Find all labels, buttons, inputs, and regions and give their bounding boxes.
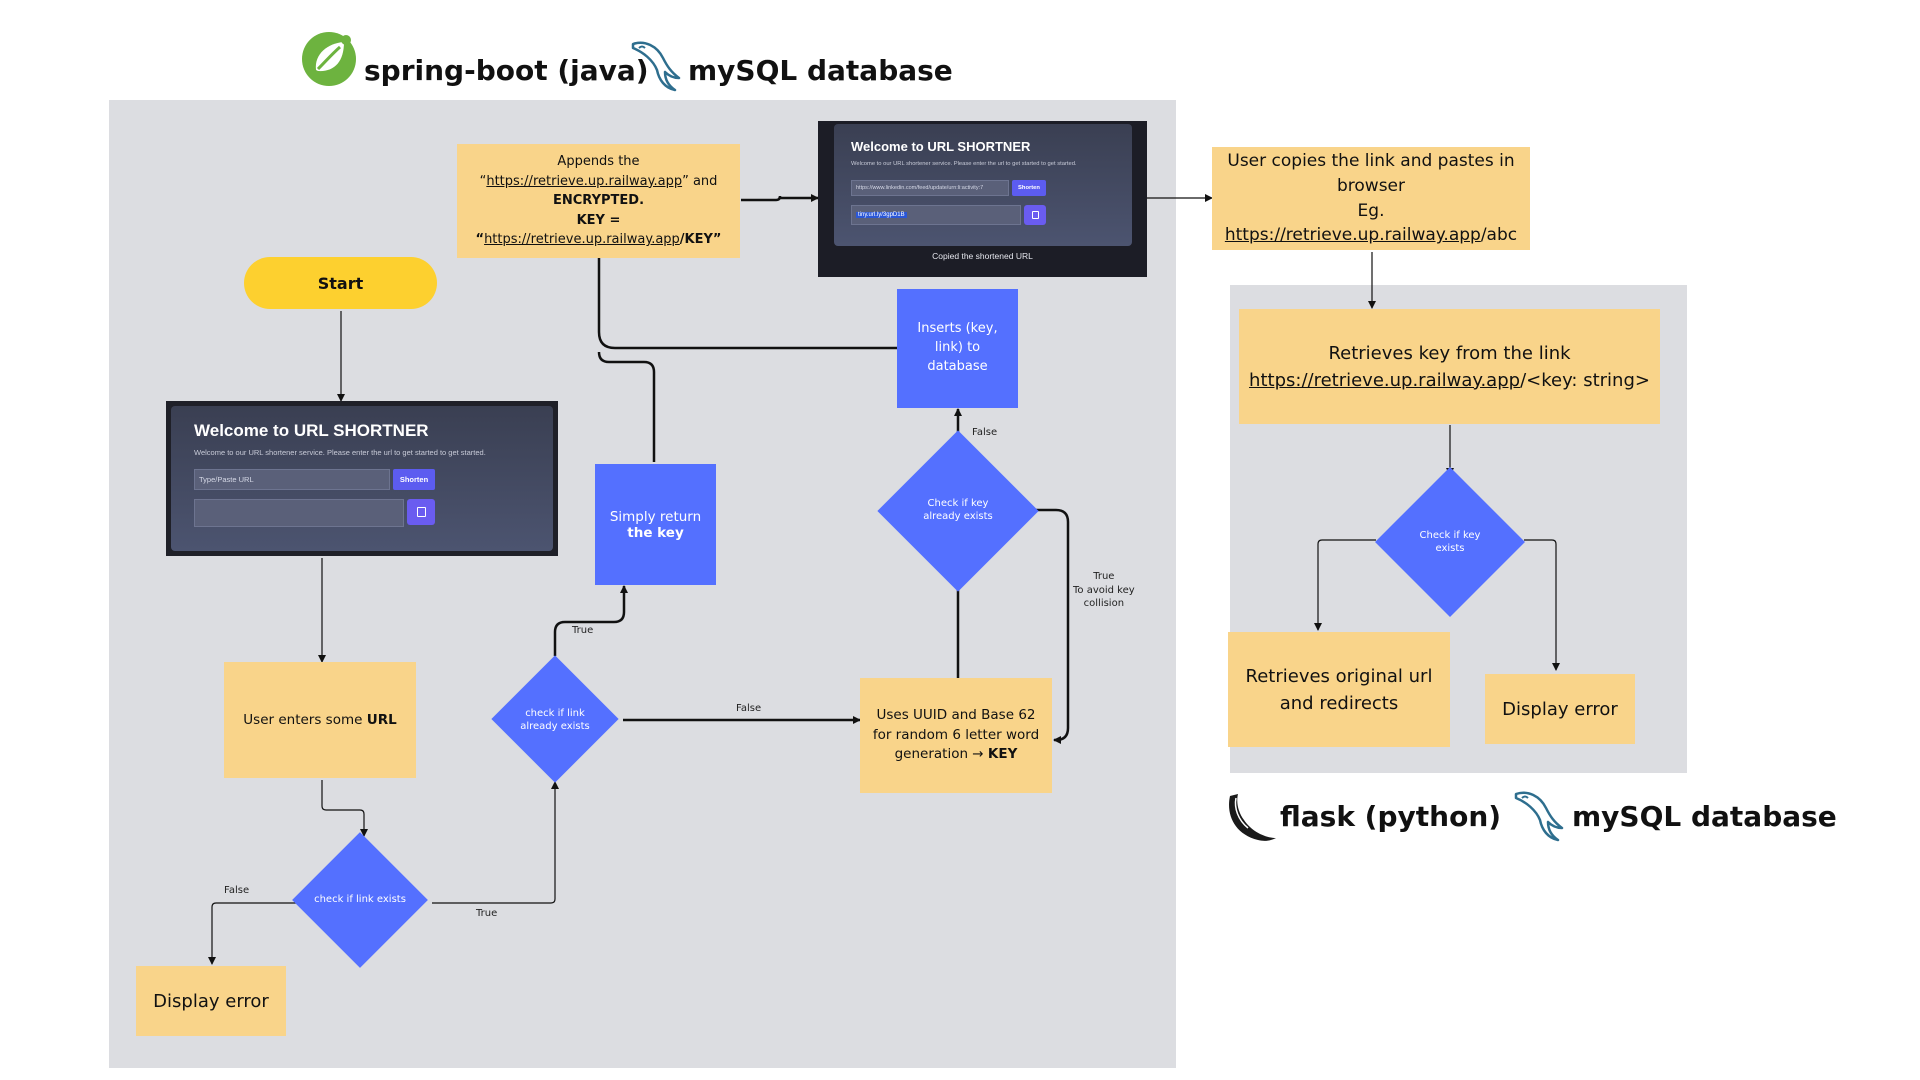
user-enters-url-box: User enters some URL — [224, 662, 416, 778]
display-error-left: Display error — [136, 966, 286, 1036]
user-copies-box: User copies the link and pastes in brows… — [1212, 147, 1530, 250]
start-terminal: Start — [244, 257, 437, 309]
clipboard-icon — [416, 507, 426, 517]
edge-label-true-bottom: True — [476, 908, 498, 919]
mysql-dolphin-icon — [631, 41, 681, 92]
url-input[interactable]: https://www.linkedin.com/feed/update/urn… — [851, 180, 1009, 196]
flask-label: flask (python) — [1280, 800, 1502, 833]
result-field — [194, 499, 404, 527]
retrieves-key-box: Retrieves key from the link https://retr… — [1239, 309, 1660, 424]
uuid-base62-box: Uses UUID and Base 62 for random 6 lette… — [860, 678, 1052, 793]
check-key-exists-label: Check if key exists — [1419, 529, 1481, 555]
app-subtitle: Welcome to our URL shortener service. Pl… — [851, 161, 1077, 167]
inserts-db-box: Inserts (key, link) to database — [897, 289, 1018, 408]
railway-link[interactable]: https://retrieve.up.railway.app — [484, 232, 680, 248]
edge-label-true-collision: True To avoid key collision — [1073, 571, 1135, 609]
edge-label-false-top: False — [972, 427, 998, 438]
railway-link[interactable]: https://retrieve.up.railway.app — [486, 173, 683, 189]
spring-leaf-icon — [302, 32, 356, 86]
url-input[interactable]: Type/Paste URL — [194, 469, 390, 490]
railway-link[interactable]: https://retrieve.up.railway.app — [1249, 369, 1521, 391]
flask-horn-icon — [1229, 794, 1276, 841]
check-link-exists-label: check if link exists — [314, 894, 406, 906]
check-link-already-label: check if link already exists — [520, 707, 590, 733]
railway-link[interactable]: https://retrieve.up.railway.app — [1224, 225, 1481, 246]
result-field: tiny.url.ly/3gpD1B — [851, 205, 1021, 225]
display-error-right: Display error — [1485, 674, 1635, 744]
copied-toast: Copied the shortened URL — [932, 251, 1033, 261]
copy-button[interactable] — [1024, 205, 1046, 225]
shorten-button[interactable]: Shorten — [1012, 180, 1046, 196]
mysql-label-bottom: mySQL database — [1572, 800, 1837, 833]
edge-label-false-left: False — [224, 885, 250, 896]
copy-button[interactable] — [407, 499, 435, 525]
spring-boot-label: spring-boot (java) — [364, 54, 649, 87]
simply-return-key-box: Simply return the key — [595, 464, 716, 585]
retrieves-original-box: Retrieves original url and redirects — [1228, 632, 1450, 747]
shorten-button[interactable]: Shorten — [393, 469, 435, 490]
check-key-already-label: Check if key already exists — [923, 497, 993, 523]
app-screenshot-main: Welcome to URL SHORTNER Welcome to our U… — [166, 401, 558, 556]
clipboard-icon — [1031, 211, 1039, 219]
app-subtitle: Welcome to our URL shortener service. Pl… — [194, 448, 486, 457]
mysql-label-top: mySQL database — [688, 54, 953, 87]
appends-key-box: Appends the “https://retrieve.up.railway… — [457, 144, 740, 258]
app-screenshot-result: Welcome to URL SHORTNER Welcome to our U… — [818, 121, 1147, 277]
edge-label-true-up: True — [572, 625, 594, 636]
short-url-value[interactable]: tiny.url.ly/3gpD1B — [856, 212, 907, 218]
edge-label-false-mid: False — [736, 703, 762, 714]
app-title: Welcome to URL SHORTNER — [194, 421, 429, 440]
app-title: Welcome to URL SHORTNER — [851, 139, 1031, 154]
mysql-dolphin-icon — [1514, 791, 1564, 842]
